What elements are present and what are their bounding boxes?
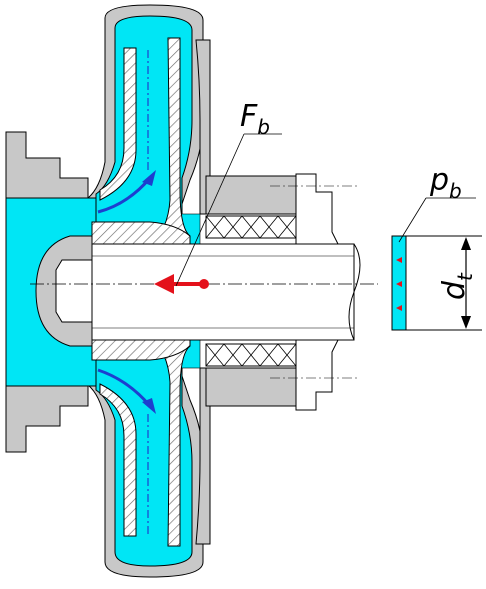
gland-follower (270, 173, 360, 411)
shaft-break (348, 243, 361, 341)
diameter-label: dt (437, 272, 477, 300)
flow-arrow-head-top (142, 170, 156, 186)
shaft-body (91, 243, 355, 341)
impeller-front-shroud-bottom (99, 383, 137, 537)
suction-flange-bottom (5, 385, 89, 453)
rear-wall-bottom (195, 367, 211, 545)
suction-flange-top (5, 131, 89, 199)
axial-force-arrow (154, 274, 209, 294)
flow-arrow-head-bottom (142, 398, 156, 414)
pressure-leader (398, 197, 427, 243)
force-leader (175, 133, 245, 287)
seal-housing-bottom (205, 367, 297, 407)
seal-housing-top (205, 175, 297, 215)
rear-wall-top (195, 39, 211, 215)
shaft (91, 243, 361, 341)
impeller-front-shroud-top (99, 47, 137, 201)
packing (205, 215, 297, 367)
pressure-label: pb (429, 163, 462, 203)
force-label: Fb (240, 99, 270, 139)
pressure-detail (391, 197, 482, 331)
nut (55, 259, 93, 323)
